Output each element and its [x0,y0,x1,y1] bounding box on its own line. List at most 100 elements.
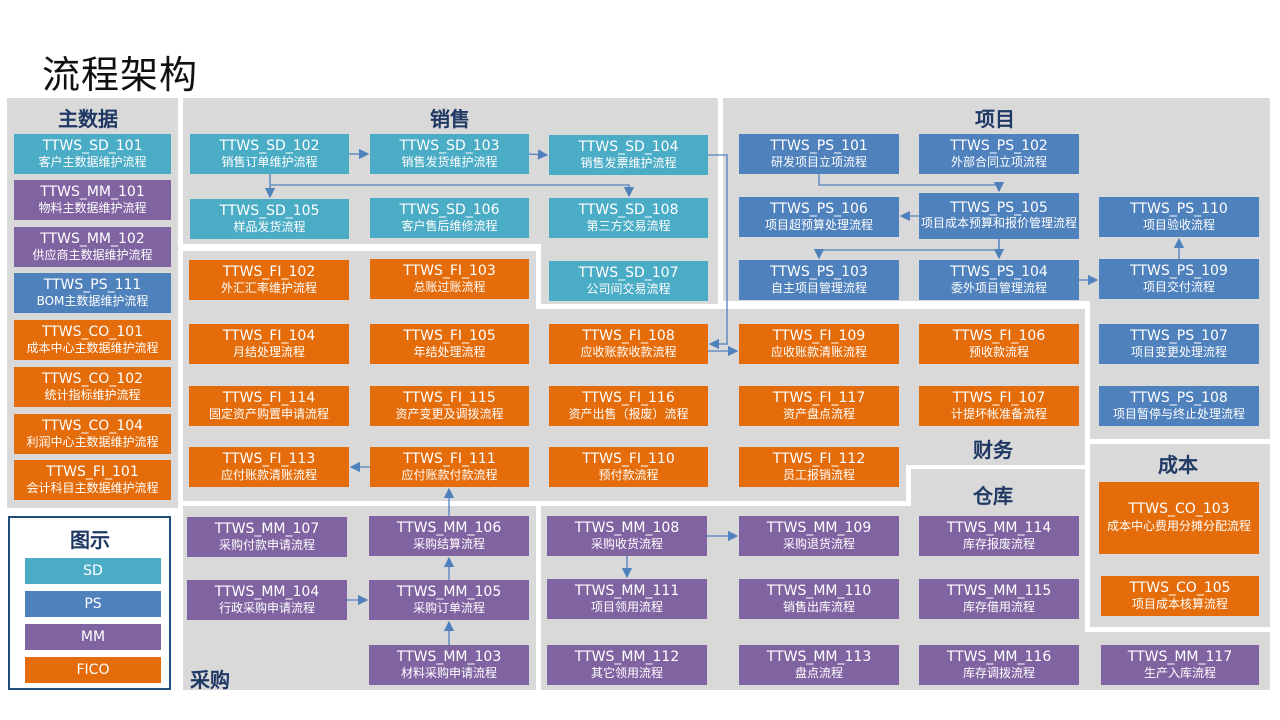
process-code: TTWS_PS_111 [43,277,142,293]
process-name: 项目验收流程 [1142,218,1215,232]
process-name: 销售发票维护流程 [580,156,677,170]
process-name: 应付账款清账流程 [220,468,317,482]
process-name: 客户主数据维护流程 [38,155,147,169]
legend-item-mm: MM [25,624,161,650]
section-warehouse-title: 仓库 [973,484,1013,508]
process-code: TTWS_MM_103 [396,649,502,665]
process-code: TTWS_FI_113 [222,451,316,467]
process-name: 采购退货流程 [782,537,855,551]
process-name: 项目超预算处理流程 [764,218,873,232]
process-name: 库存借用流程 [962,600,1035,614]
process-name: 应付账款付款流程 [401,468,498,482]
process-name: 物料主数据维护流程 [38,201,147,215]
section-master-title: 主数据 [58,107,118,131]
process-code: TTWS_SD_102 [219,138,320,154]
process-code: TTWS_MM_108 [574,520,680,536]
process-code: TTWS_MM_110 [766,583,872,599]
process-name: 行政采购申请流程 [218,601,315,615]
process-name: 生产入库流程 [1143,666,1216,680]
page-title: 流程架构 [42,53,199,97]
process-name: 应收账款收款流程 [580,345,677,359]
process-name: 资产盘点流程 [782,407,855,421]
process-name: 其它领用流程 [590,666,663,680]
process-code: TTWS_MM_104 [214,584,320,600]
process-name: 公司间交易流程 [586,282,671,296]
process-code: TTWS_SD_106 [399,202,500,218]
legend-item-sd: SD [25,558,161,584]
region-warehouse-top [911,469,1085,506]
process-name: 项目变更处理流程 [1130,345,1227,359]
process-name: 盘点流程 [794,666,843,680]
process-name: 委外项目管理流程 [950,281,1047,295]
process-code: TTWS_MM_113 [766,649,872,665]
legend: 图示 SD PS MM FICO [8,516,171,690]
process-code: TTWS_FI_108 [582,328,675,344]
process-name: 研发项目立项流程 [770,155,867,169]
process-code: TTWS_MM_111 [574,583,680,599]
process-code: TTWS_SD_107 [578,265,679,281]
process-code: TTWS_PS_106 [770,201,868,217]
process-code: TTWS_PS_103 [770,264,868,280]
process-name: 成本中心费用分摊分配流程 [1106,519,1251,533]
process-name: 固定资产购置申请流程 [208,407,329,421]
